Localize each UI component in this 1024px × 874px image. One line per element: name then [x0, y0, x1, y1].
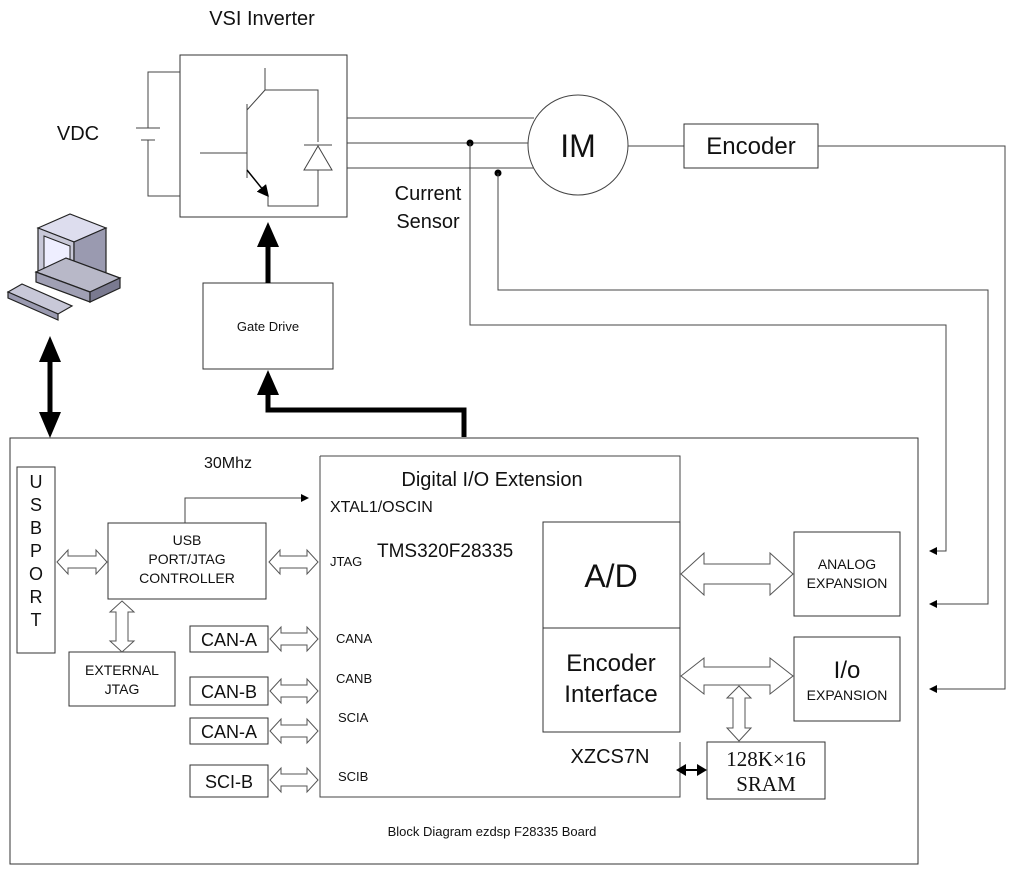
- svg-text:R: R: [30, 587, 43, 607]
- igbt-switch-icon: [200, 68, 333, 207]
- bus-arrows: [56, 548, 794, 794]
- sci-b-block: [189, 764, 269, 798]
- io-exp-label-1: I/o: [834, 657, 861, 684]
- can-b-label: CAN-B: [201, 682, 257, 702]
- canb-label: CANB: [336, 671, 372, 686]
- xtal-label: XTAL1/OSCIN: [330, 499, 433, 516]
- svg-text:S: S: [30, 495, 42, 515]
- can-a-label-1: CAN-A: [201, 630, 257, 650]
- encoder-interface-block: [542, 627, 681, 733]
- can-a-block-2: [189, 717, 269, 745]
- enc-if-label-2: Interface: [564, 681, 657, 708]
- dc-source: [136, 71, 180, 197]
- sram-block: [706, 741, 826, 800]
- im-label: IM: [560, 128, 596, 164]
- scia-label: SCIA: [338, 710, 369, 725]
- dsp-block-top: [320, 455, 681, 522]
- clock-label: 30Mhz: [204, 455, 252, 472]
- usb-port-block: [16, 466, 56, 654]
- vdc-label: VDC: [57, 123, 99, 145]
- scib-label: SCIB: [338, 769, 368, 784]
- digital-io-label: Digital I/O Extension: [401, 469, 582, 491]
- gate-drive-block: [202, 282, 334, 370]
- ad-block: [542, 521, 681, 629]
- computer-icon: [6, 213, 122, 321]
- induction-motor: [527, 94, 629, 196]
- encoder-feedback-line: [818, 145, 1006, 693]
- enc-if-label-1: Encoder: [566, 650, 655, 677]
- encoder-block: [683, 123, 819, 169]
- cana-label: CANA: [336, 631, 372, 646]
- current-feedback-line-2: [497, 173, 989, 608]
- sram-label-1: 128K×16: [726, 747, 806, 771]
- xzcs-label: XZCS7N: [571, 746, 650, 768]
- motor-phase-lines: [347, 117, 534, 177]
- ad-label: A/D: [584, 558, 637, 594]
- usb-jtag-controller-block: [107, 522, 267, 600]
- vsi-inverter-label: VSI Inverter: [209, 8, 315, 30]
- pc-usb-link: [39, 336, 61, 438]
- external-jtag-block: [68, 651, 176, 707]
- svg-text:B: B: [30, 518, 42, 538]
- svg-text:T: T: [31, 610, 42, 630]
- current-sensor-label-2: Sensor: [396, 211, 460, 233]
- gate-drive-label: Gate Drive: [237, 319, 299, 334]
- vsi-inverter-block: [179, 54, 348, 218]
- io-exp-label-2: EXPANSION: [807, 687, 888, 703]
- svg-text:U: U: [30, 472, 43, 492]
- sram-label-2: SRAM: [736, 772, 796, 796]
- ezdsp-board: [9, 437, 919, 865]
- io-expansion-block: [793, 636, 901, 722]
- analog-exp-label-1: ANALOG: [818, 556, 876, 572]
- clock-line: [184, 494, 309, 523]
- usb-ctrl-label-3: CONTROLLER: [139, 570, 235, 586]
- usb-port-label: U S B P O R T: [29, 472, 43, 630]
- can-a-label-2: CAN-A: [201, 722, 257, 742]
- can-b-block: [189, 676, 269, 706]
- pwm-signal-line: [265, 393, 467, 437]
- sci-b-label: SCI-B: [205, 772, 253, 792]
- svg-text:O: O: [29, 564, 43, 584]
- svg-text:P: P: [30, 541, 42, 561]
- usb-ctrl-label-2: PORT/JTAG: [148, 551, 225, 567]
- xzcs-sram-link: [676, 764, 707, 776]
- usb-ctrl-label-1: USB: [173, 532, 202, 548]
- analog-exp-label-2: EXPANSION: [807, 575, 888, 591]
- ext-jtag-label-2: JTAG: [105, 681, 140, 697]
- can-a-block-1: [189, 625, 269, 653]
- current-feedback-line-1: [469, 143, 947, 555]
- board-caption: Block Diagram ezdsp F28335 Board: [388, 824, 597, 839]
- analog-expansion-block: [793, 531, 901, 617]
- jtag-label: JTAG: [330, 554, 362, 569]
- encoder-label: Encoder: [706, 133, 795, 160]
- dsp-label: TMS320F28335: [377, 541, 513, 562]
- ext-jtag-label-1: EXTERNAL: [85, 662, 159, 678]
- current-sensor-label-1: Current: [395, 183, 462, 205]
